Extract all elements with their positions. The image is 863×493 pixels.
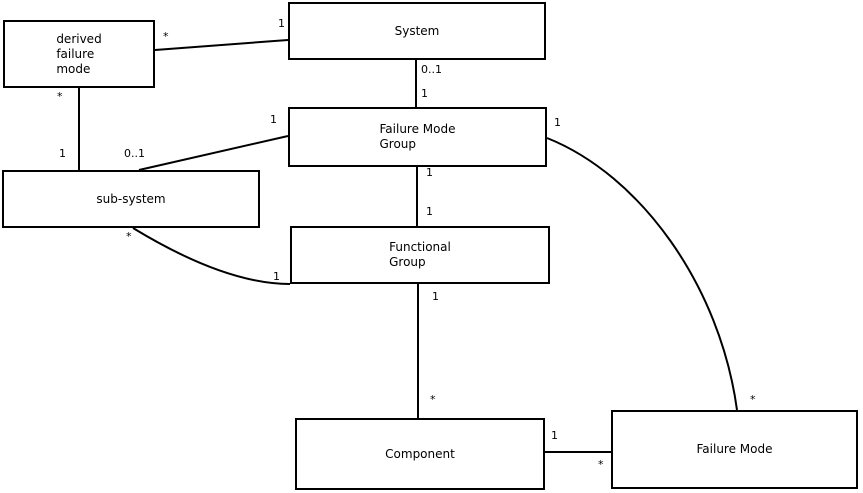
class-name-sub-system: sub-system [96,191,166,206]
class-box-failure-mode[interactable]: Failure Mode [611,410,858,489]
multiplicity-label-fmg-from-system-one: 1 [421,87,428,100]
multiplicity-label-system-to-fmg-zero-one: 0..1 [421,63,442,76]
class-box-failure-mode-group[interactable]: Failure Mode Group [288,107,547,167]
class-box-component[interactable]: Component [295,418,545,490]
class-box-system[interactable]: System [288,2,546,60]
class-name-functional-group: Functional Group [389,240,451,269]
multiplicity-label-fg-from-subsystem-one: 1 [273,270,280,283]
multiplicity-label-fg-to-component-one: 1 [432,290,439,303]
connector-derived-failure-mode-to-system [154,39,289,51]
multiplicity-label-subsystem-from-dfm-one: 1 [59,147,66,160]
connector-failure-mode-group-to-failure-mode [546,137,738,411]
multiplicity-label-subsystem-to-fmg-zero-one: 0..1 [124,147,145,160]
class-name-component: Component [385,446,455,461]
connector-sub-system-to-functional-group [132,227,291,285]
multiplicity-label-fm-from-fmg-star: * [750,393,756,406]
multiplicity-label-system-from-dfm-one: 1 [278,17,285,30]
multiplicity-label-component-to-fm-one: 1 [551,429,558,442]
multiplicity-label-subsystem-to-fg-star: * [126,230,132,243]
multiplicity-label-component-from-fg-star: * [430,393,436,406]
class-box-derived-failure-mode[interactable]: derived failure mode [3,20,155,88]
class-box-functional-group[interactable]: Functional Group [290,226,550,284]
multiplicity-label-dfm-to-system-star: * [163,30,169,43]
multiplicity-label-fmg-from-subsystem-one: 1 [270,113,277,126]
class-name-system: System [394,23,440,38]
multiplicity-label-fg-from-fmg-one: 1 [426,205,433,218]
multiplicity-label-dfm-to-subsystem-star: * [57,90,63,103]
class-name-failure-mode: Failure Mode [696,442,773,456]
class-name-failure-mode-group: Failure Mode Group [379,122,456,151]
class-box-sub-system[interactable]: sub-system [2,170,260,228]
connector-sub-system-to-failure-mode-group [138,135,289,171]
multiplicity-label-fm-from-component-star: * [598,458,604,471]
multiplicity-label-fmg-to-fg-one: 1 [426,166,433,179]
multiplicity-label-fmg-to-fm-one: 1 [554,116,561,129]
class-name-derived-failure-mode: derived failure mode [56,31,102,76]
